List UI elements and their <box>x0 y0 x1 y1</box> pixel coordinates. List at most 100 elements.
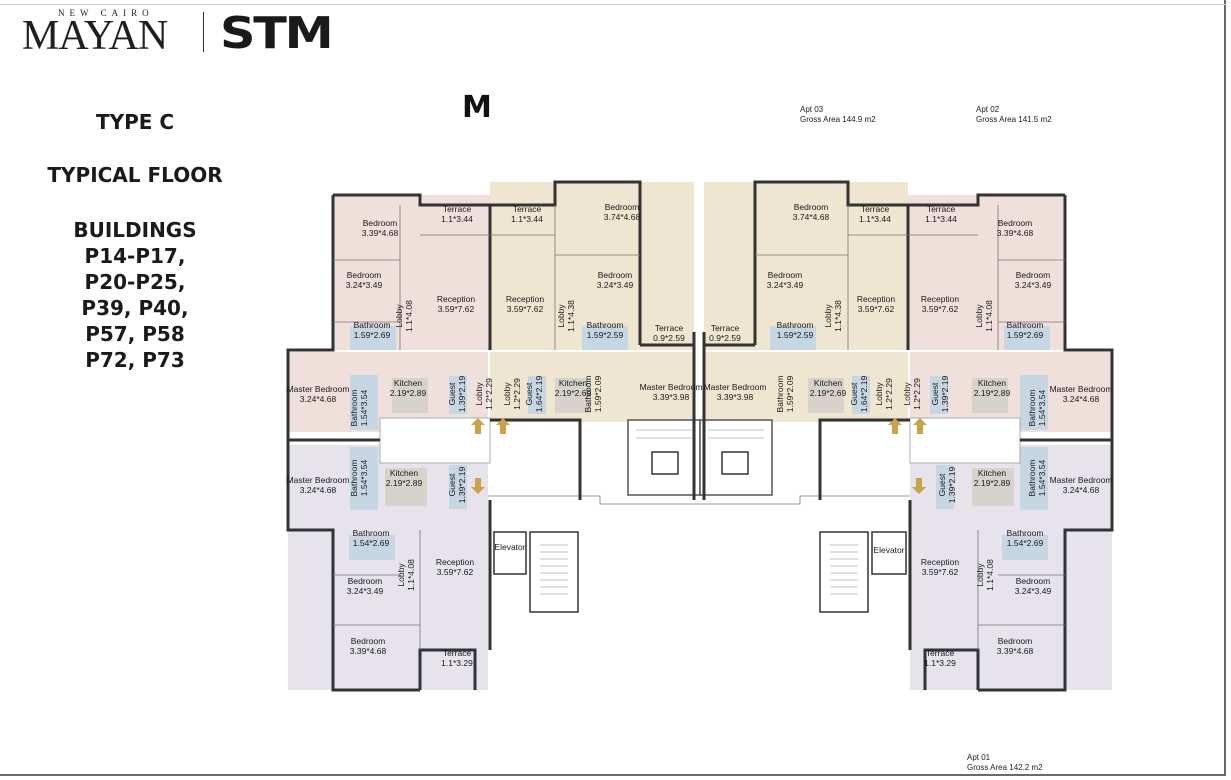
room-label-vertical: Bathroom1.59*2.09 <box>775 376 795 413</box>
bathroom-area <box>349 535 395 560</box>
bathroom-area <box>350 447 378 510</box>
outer-wall <box>906 193 1065 350</box>
kitchen-area <box>392 378 428 413</box>
apt-area: Gross Area 141.5 m2 <box>976 115 1052 124</box>
plan-marker: M <box>462 90 492 125</box>
plan-floor: TYPICAL FLOOR <box>47 163 223 187</box>
elevator-shaft <box>871 531 907 575</box>
apt-zone-mid-center-right <box>704 352 908 422</box>
room-label-vertical: Lobby1.2*2.29 <box>874 378 894 410</box>
bathroom-area <box>350 326 396 350</box>
kitchen-area <box>972 468 1014 506</box>
elevator-shaft <box>651 451 679 475</box>
guest-area <box>528 376 546 414</box>
bathroom-area <box>1020 447 1048 510</box>
kitchen-area <box>385 468 427 506</box>
room-label-vertical: Bathroom1.54*3.54 <box>349 390 369 427</box>
buildings-title: BUILDINGS <box>73 218 197 242</box>
room-label-vertical: Guest1.39*2.19 <box>930 376 950 413</box>
kitchen-area <box>808 378 844 413</box>
header-divider <box>0 4 1226 5</box>
wet-areas <box>349 326 1050 560</box>
core-wall <box>490 418 582 500</box>
room-label-vertical: Lobby1.1*4.38 <box>556 300 576 332</box>
logo-divider <box>203 12 204 52</box>
room-label-vertical: Guest1.39*2.19 <box>447 376 467 413</box>
room-label-vertical: Guest1.64*2.19 <box>524 376 544 413</box>
outer-wall <box>418 648 477 690</box>
apt-zone-top-center-right <box>704 182 908 350</box>
brand-tagline: NEW CAIRO <box>58 8 154 18</box>
entry-arrow-icon <box>913 418 927 434</box>
elevator-shaft <box>493 531 527 575</box>
apt-id: Apt 02 <box>976 105 1000 114</box>
apt-zone-top-center-left <box>490 182 694 350</box>
bathroom-area <box>1004 326 1050 350</box>
apt-zone-top-left <box>333 195 490 350</box>
outer-wall <box>490 180 642 345</box>
stair-treads <box>540 429 858 595</box>
outer-wall <box>923 648 980 690</box>
apt-02-info: Apt 02 Gross Area 141.5 m2 <box>976 105 1052 125</box>
guest-area <box>936 465 954 509</box>
entry-arrow-icon <box>888 418 902 434</box>
buildings-line: P20-P25, <box>84 270 186 294</box>
interior-partitions <box>333 205 1065 650</box>
room-label-vertical: Bathroom1.59*2.09 <box>583 376 603 413</box>
room-label-vertical: Bathroom1.54*3.54 <box>349 460 369 497</box>
room-label-vertical: Lobby1.2*2.29 <box>902 378 922 410</box>
room-label-vertical: Lobby1.2*2.29 <box>474 378 494 410</box>
corridor <box>379 417 491 464</box>
apt-01-info: Apt 01 Gross Area 142.2 m2 <box>967 753 1043 773</box>
bathroom-area <box>582 326 628 350</box>
buildings-line: P57, P58 <box>85 322 185 346</box>
plan-type: TYPE C <box>95 110 175 134</box>
apt-area: Gross Area 144.9 m2 <box>800 115 876 124</box>
stair-core <box>819 531 869 613</box>
room-label-vertical: Lobby1.1*4.08 <box>974 300 994 332</box>
apt-zone-top-right <box>908 195 1065 350</box>
bathroom-area <box>1002 535 1048 560</box>
guest-area <box>449 465 467 509</box>
apt-03-info: Apt 03 Gross Area 144.9 m2 <box>800 105 876 125</box>
bathroom-area <box>1020 375 1048 430</box>
apt-area: Gross Area 142.2 m2 <box>967 763 1043 772</box>
apt-zone-mid-center-left <box>490 352 694 422</box>
room-label-vertical: Guest1.64*2.19 <box>849 376 869 413</box>
kitchen-area <box>972 378 1008 413</box>
